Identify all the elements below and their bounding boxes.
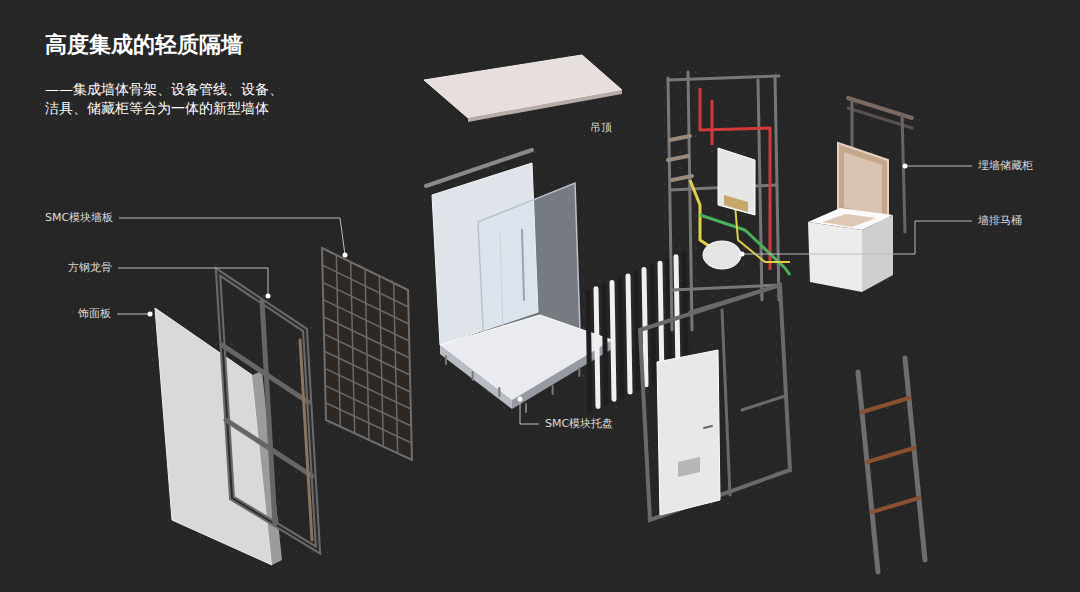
grid-line	[322, 265, 408, 307]
tray-foot	[552, 386, 554, 394]
smc-wall-grid	[322, 248, 412, 460]
leader-dot	[740, 252, 745, 257]
leader-line	[520, 399, 539, 424]
subtitle: ——集成墙体骨架、设备管线、设备、 洁具、储藏柜等合为一体的新型墙体	[45, 80, 295, 118]
steel-crossbar	[226, 420, 312, 476]
hot-water-pipe	[711, 100, 714, 145]
wall-hung-toilet	[703, 241, 741, 269]
grid-line	[324, 351, 410, 392]
supply-pipe	[735, 205, 790, 262]
grid-line	[326, 403, 412, 443]
pipe-frame-post	[775, 76, 779, 300]
vanity-front	[808, 222, 862, 292]
slat	[684, 254, 686, 367]
part-label: 墙排马桶	[978, 214, 1022, 228]
slat	[604, 286, 606, 403]
tray-foot	[445, 356, 447, 364]
leader-dot	[343, 253, 348, 258]
smc-tray-front	[440, 345, 512, 409]
slat	[620, 279, 622, 395]
ladder-rail	[905, 358, 925, 560]
ceiling-edge	[468, 90, 622, 122]
pipe-frame-post	[668, 78, 672, 330]
pipe-frame-post	[688, 72, 692, 330]
cabinet-post	[902, 114, 905, 232]
tray-foot	[472, 372, 474, 380]
tray-foot	[498, 388, 500, 396]
tray-foot	[525, 404, 527, 412]
ladder-rung	[867, 448, 914, 462]
grid-line	[325, 368, 411, 409]
slat	[628, 276, 630, 392]
basin	[822, 214, 876, 227]
shower-shelf	[672, 176, 692, 180]
steel-crossbar	[222, 345, 308, 402]
slat	[612, 282, 614, 399]
steel-stud	[262, 301, 275, 524]
pipe-frame-post	[758, 80, 762, 300]
leader-dot	[903, 164, 908, 169]
glass-hinge	[500, 232, 503, 330]
grid-line	[323, 282, 409, 324]
door-wall-bar	[742, 396, 785, 410]
grid-line	[324, 334, 410, 375]
part-label: SMC模块托盘	[545, 417, 613, 431]
slat	[636, 273, 638, 389]
mirror-face	[844, 152, 882, 218]
part-label: 方钢龙骨	[68, 261, 112, 275]
pipe-frame-bar	[668, 76, 779, 80]
part-label: 吊顶	[590, 121, 612, 135]
grid-line	[325, 386, 411, 426]
shower-shelf	[668, 156, 688, 160]
page-title: 高度集成的轻质隔墙	[45, 30, 243, 60]
leader-dot	[266, 294, 271, 299]
steel-frame	[218, 272, 318, 550]
grid-line	[323, 300, 409, 341]
steel-frame-inner	[218, 272, 318, 550]
part-label: 埋墙储藏柜	[978, 159, 1033, 173]
leader-line	[905, 166, 972, 167]
tray-foot	[578, 368, 580, 376]
door-wall-bar	[690, 285, 780, 312]
leader-line	[118, 268, 268, 296]
water-heater-base	[724, 195, 748, 212]
steel-stud-edge	[300, 340, 312, 540]
leader-line	[119, 218, 345, 255]
glass-handle	[522, 230, 524, 300]
leader-line	[742, 221, 972, 254]
slat	[588, 292, 590, 410]
ladder-rung	[872, 498, 919, 512]
shower-shelf	[670, 136, 690, 140]
door-vent	[678, 457, 700, 477]
door-handle	[704, 426, 712, 428]
slat	[660, 263, 662, 377]
leader-dot	[518, 397, 523, 402]
ladder-rail	[858, 372, 878, 572]
slat	[596, 289, 598, 407]
door-wall-stud	[722, 310, 730, 495]
slat	[676, 257, 678, 371]
part-label: 饰面板	[78, 307, 111, 321]
part-label: SMC模块墙板	[45, 211, 113, 225]
door-wall-frame	[640, 285, 790, 520]
grid-line	[324, 317, 410, 358]
leader-dot	[148, 312, 153, 317]
ladder-rung	[862, 398, 909, 412]
door-leaf	[657, 350, 720, 515]
water-heater	[718, 148, 755, 215]
leader-line	[117, 314, 150, 315]
